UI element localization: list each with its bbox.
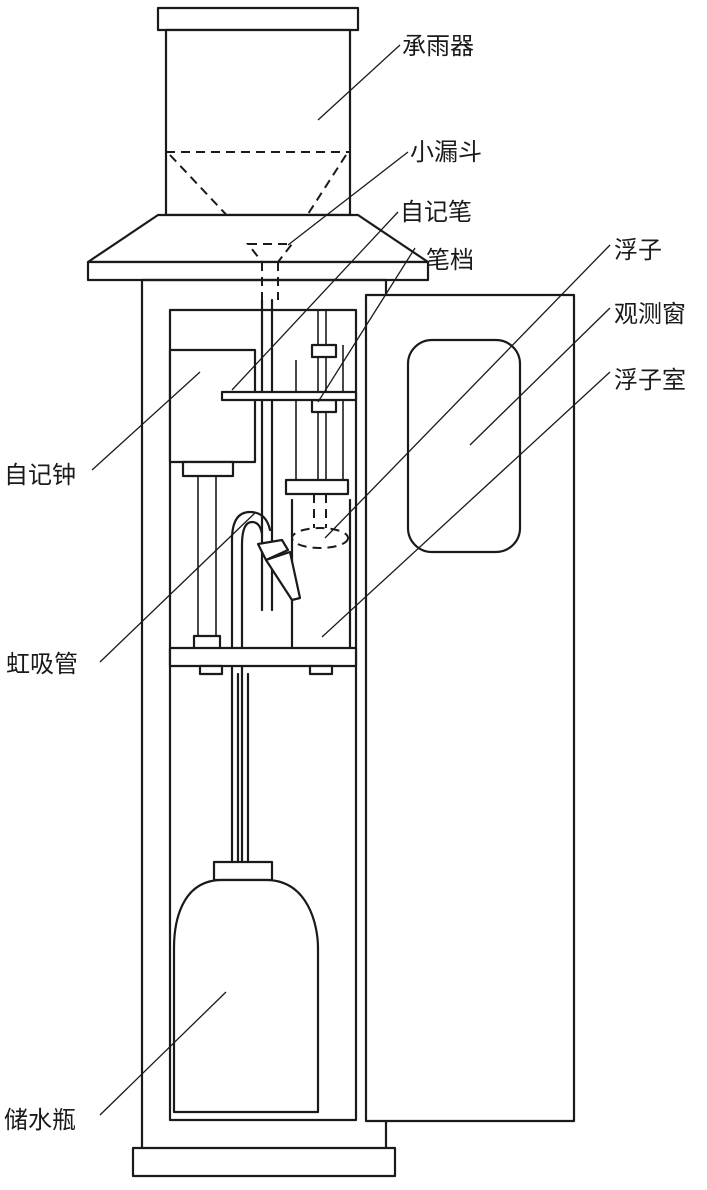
label-pen-stop: 笔档 <box>426 246 474 274</box>
label-recording-clock: 自记钟 <box>4 461 76 489</box>
float <box>291 494 349 549</box>
pen-assembly <box>220 310 358 496</box>
rain-collector <box>156 6 360 243</box>
label-float-chamber: 浮子室 <box>614 366 686 394</box>
recording-clock <box>168 348 257 652</box>
label-siphon-tube: 虹吸管 <box>6 650 78 678</box>
label-small-funnel: 小漏斗 <box>410 138 482 166</box>
leader-lines <box>91 44 611 1116</box>
float-chamber <box>290 498 352 650</box>
drain-tube <box>236 672 250 864</box>
label-water-storage-bottle: 储水瓶 <box>4 1106 76 1134</box>
open-door <box>364 293 576 1123</box>
shelf <box>168 646 358 676</box>
labels: 承雨器 小漏斗 自记笔 笔档 浮子 观测窗 浮子室 自记钟 虹吸管 储水瓶 <box>4 32 686 1134</box>
label-rain-collector: 承雨器 <box>402 32 474 60</box>
label-observation-window: 观测窗 <box>614 300 686 328</box>
roof-cap <box>86 213 430 282</box>
water-storage-bottle <box>172 860 320 1114</box>
siphon-tube <box>230 510 302 1110</box>
label-float: 浮子 <box>614 236 662 264</box>
label-recording-pen: 自记笔 <box>400 198 472 226</box>
